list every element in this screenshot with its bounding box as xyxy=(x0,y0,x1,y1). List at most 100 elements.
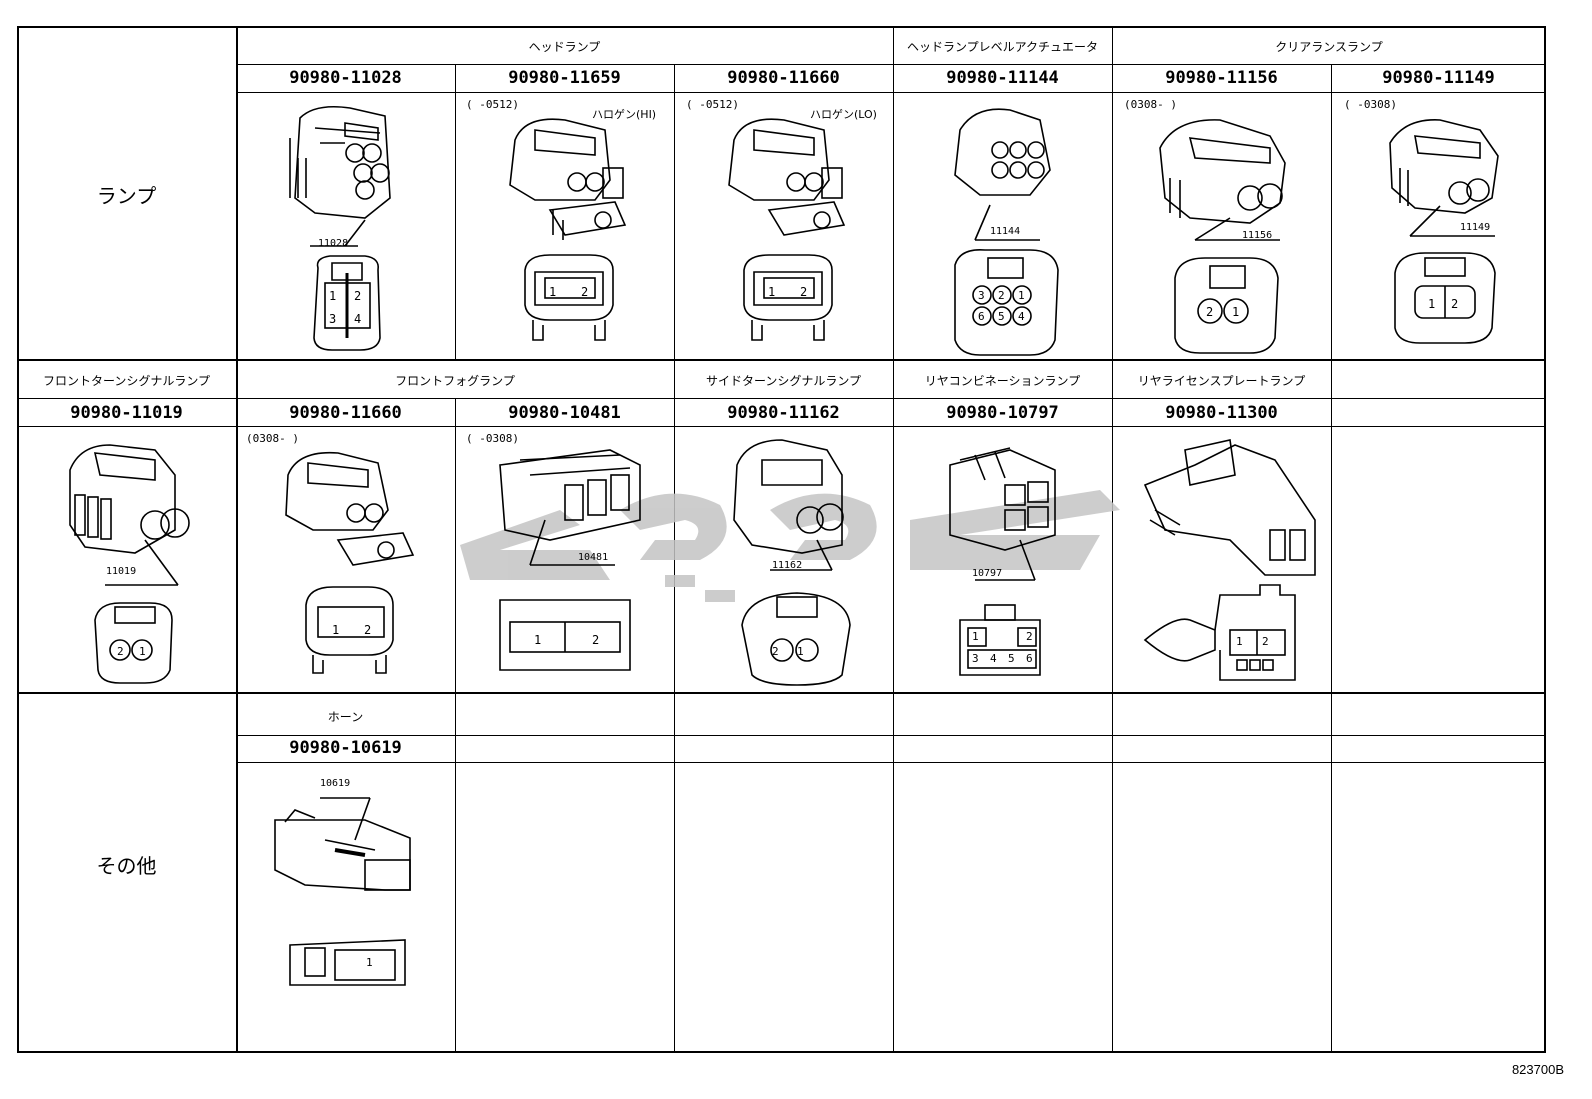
svg-text:2: 2 xyxy=(1262,635,1269,648)
svg-text:5: 5 xyxy=(1008,652,1015,665)
part-tag: 10797 xyxy=(972,568,1003,579)
svg-text:2: 2 xyxy=(117,645,124,658)
connector-drawing-11660 xyxy=(728,118,846,341)
part-number: 90980-10619 xyxy=(289,738,402,758)
svg-text:1: 1 xyxy=(1236,635,1243,648)
part-number: 90980-11028 xyxy=(289,68,402,88)
category-headlamp-leveling-actuator: ヘッドランプレベルアクチュエータ xyxy=(906,40,1099,54)
category-horn: ホーン xyxy=(327,710,364,724)
part-number: 90980-11162 xyxy=(727,403,840,423)
svg-text:2: 2 xyxy=(1026,630,1033,643)
connector-drawing-11660-fog xyxy=(285,451,415,674)
svg-text:1: 1 xyxy=(139,645,146,658)
connector-drawing-11149 xyxy=(1389,119,1499,344)
col-divider xyxy=(1112,26,1113,1053)
date-note: ( -0308) xyxy=(466,432,519,445)
date-note: ( -0308) xyxy=(1344,98,1397,111)
pin-layout-10619: 1 xyxy=(366,956,373,969)
part-tag: 11156 xyxy=(1242,230,1273,241)
svg-text:4: 4 xyxy=(990,652,997,665)
svg-text:1: 1 xyxy=(1428,297,1435,311)
part-tag: 10481 xyxy=(578,552,609,563)
svg-text:1: 1 xyxy=(768,285,775,299)
date-note: (0308- ) xyxy=(246,432,299,445)
svg-text:2: 2 xyxy=(1451,297,1458,311)
col-divider xyxy=(674,64,675,359)
connector-drawing-11300 xyxy=(1143,439,1316,681)
connector-drawing-11156 xyxy=(1159,119,1286,354)
connector-drawing-11028 xyxy=(289,105,391,351)
category-rear-license-plate-lamp: リヤライセンスプレートランプ xyxy=(1137,374,1306,388)
svg-text:2: 2 xyxy=(1206,305,1213,319)
row-divider xyxy=(17,359,1546,361)
part-number: 90980-11660 xyxy=(289,403,402,423)
part-number: 90980-11156 xyxy=(1165,68,1278,88)
row-divider xyxy=(17,426,1546,427)
part-number: 90980-11019 xyxy=(70,403,183,423)
row-label-lamp: ランプ xyxy=(96,184,157,208)
svg-text:1: 1 xyxy=(1018,289,1025,302)
col-divider xyxy=(455,692,456,1053)
row-divider xyxy=(236,735,1546,736)
svg-text:5: 5 xyxy=(998,310,1005,322)
svg-text:2: 2 xyxy=(772,645,779,658)
part-number: 90980-10797 xyxy=(946,403,1059,423)
part-number: 90980-11660 xyxy=(727,68,840,88)
part-number: 90980-11659 xyxy=(508,68,621,88)
col-divider xyxy=(674,359,675,1053)
category-front-fog-lamp: フロントフォグランプ xyxy=(395,374,515,388)
svg-text:1: 1 xyxy=(1232,305,1239,319)
svg-text:6: 6 xyxy=(978,310,985,322)
svg-text:4: 4 xyxy=(1018,310,1025,322)
col-divider xyxy=(893,26,894,1053)
row-label-other: その他 xyxy=(96,854,157,878)
svg-text:6: 6 xyxy=(1026,652,1033,665)
svg-text:2: 2 xyxy=(354,289,361,303)
svg-text:1: 1 xyxy=(534,633,541,647)
svg-text:2: 2 xyxy=(581,285,588,299)
date-note: ( -0512) xyxy=(466,98,519,111)
part-number: 90980-11300 xyxy=(1165,403,1278,423)
part-number: 90980-10481 xyxy=(508,403,621,423)
row-divider xyxy=(236,64,1546,65)
category-clearance-lamp: クリアランスランプ xyxy=(1275,40,1383,54)
svg-text:2: 2 xyxy=(800,285,807,299)
date-note: ( -0512) xyxy=(686,98,739,111)
connector-drawing-10797 xyxy=(949,447,1056,676)
svg-text:1: 1 xyxy=(366,956,373,969)
part-tag: 11149 xyxy=(1460,222,1491,233)
category-headlamp: ヘッドランプ xyxy=(528,40,601,54)
part-number: 90980-11144 xyxy=(946,68,1059,88)
svg-text:2: 2 xyxy=(364,623,371,637)
halogen-note: ハロゲン(LO) xyxy=(810,108,877,121)
connector-drawing-10619 xyxy=(274,797,411,986)
part-tag: 11162 xyxy=(772,560,803,571)
svg-text:1: 1 xyxy=(972,630,979,643)
row-divider xyxy=(17,692,1546,694)
connector-drawing-11162 xyxy=(733,439,851,686)
connector-table xyxy=(17,26,1546,1053)
connector-drawing-10481 xyxy=(499,449,641,671)
svg-text:3: 3 xyxy=(329,312,336,326)
col-divider xyxy=(455,398,456,692)
svg-text:3: 3 xyxy=(978,289,985,302)
connector-drawing-11019 xyxy=(69,444,190,684)
figure-code: 823700B xyxy=(1511,1062,1564,1077)
date-note: (0308- ) xyxy=(1124,98,1177,111)
col-divider xyxy=(455,64,456,359)
row-divider xyxy=(236,92,1546,93)
part-tag: 10619 xyxy=(320,778,351,789)
part-tag: 11028 xyxy=(318,238,349,249)
svg-text:2: 2 xyxy=(998,289,1005,302)
